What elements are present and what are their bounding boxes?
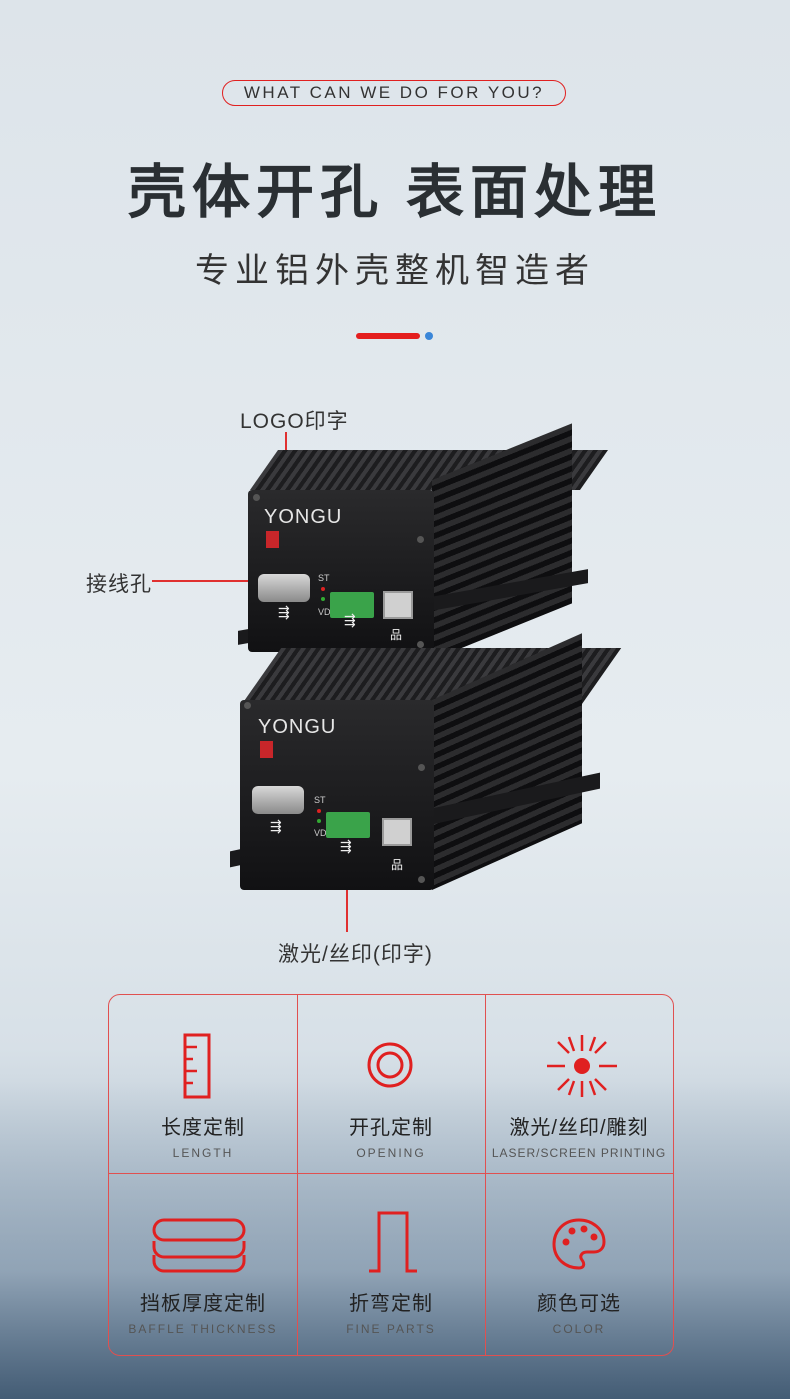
feature-sublabel: COLOR bbox=[552, 1322, 606, 1336]
callout-logo: LOGO印字 bbox=[240, 410, 349, 433]
led-red bbox=[317, 809, 321, 813]
background-wave bbox=[0, 1080, 790, 1399]
callout-print: 激光/丝印(印字) bbox=[278, 943, 433, 966]
db9-port bbox=[252, 786, 304, 814]
feature-label: 颜色可选 bbox=[537, 1293, 621, 1315]
feature-printing: 激光/丝印/雕刻 LASER/SCREEN PRINTING bbox=[485, 1111, 673, 1160]
feature-bend: 折弯定制 FINE PARTS bbox=[297, 1287, 485, 1336]
feature-label: 折弯定制 bbox=[349, 1293, 433, 1315]
screw bbox=[418, 876, 425, 883]
usb-icon: ⇶ bbox=[270, 818, 282, 834]
feature-sublabel: OPENING bbox=[356, 1146, 426, 1160]
bend-icon bbox=[369, 1211, 417, 1273]
led-red bbox=[321, 587, 325, 591]
screw bbox=[418, 764, 425, 771]
feature-label: 激光/丝印/雕刻 bbox=[509, 1117, 649, 1139]
db9-port bbox=[258, 574, 310, 602]
device-top-logo: YONGU bbox=[264, 506, 342, 552]
feature-sublabel: LENGTH bbox=[172, 1146, 234, 1160]
feature-label: 开孔定制 bbox=[349, 1117, 433, 1139]
screw bbox=[417, 641, 424, 648]
feature-grid: 长度定制 LENGTH 开孔定制 OPENING 激光/丝印/雕刻 LASER/… bbox=[108, 994, 674, 1356]
usb-icon: ⇶ bbox=[340, 838, 352, 854]
accent-dot bbox=[425, 332, 433, 340]
screw bbox=[417, 536, 424, 543]
rj45-port bbox=[382, 818, 412, 846]
palette-icon bbox=[552, 1218, 606, 1270]
rj45-port bbox=[383, 591, 413, 619]
feature-label: 挡板厚度定制 bbox=[140, 1293, 266, 1315]
ring-icon bbox=[367, 1042, 413, 1088]
leader-hole bbox=[152, 580, 260, 582]
st-label: ST bbox=[314, 795, 326, 805]
network-icon: 品 bbox=[391, 858, 404, 872]
page-title: 壳体开孔 表面处理 bbox=[127, 160, 663, 225]
page-subtitle: 专业铝外壳整机智造者 bbox=[195, 252, 595, 290]
grid-divider bbox=[485, 995, 486, 1355]
usb-icon: ⇶ bbox=[344, 612, 356, 628]
feature-sublabel: LASER/SCREEN PRINTING bbox=[491, 1146, 667, 1160]
usb-icon: ⇶ bbox=[278, 604, 290, 620]
tagline: WHAT CAN WE DO FOR YOU? bbox=[222, 80, 566, 106]
terminal-block bbox=[326, 812, 370, 838]
feature-sublabel: FINE PARTS bbox=[346, 1322, 436, 1336]
vd-label: VD bbox=[314, 828, 327, 838]
network-icon: 品 bbox=[390, 628, 403, 642]
screw bbox=[244, 702, 251, 709]
terminal-block bbox=[330, 592, 374, 618]
feature-length: 长度定制 LENGTH bbox=[109, 1111, 297, 1160]
burst-icon bbox=[547, 1035, 617, 1097]
feature-baffle: 挡板厚度定制 BAFFLE THICKNESS bbox=[109, 1287, 297, 1336]
grid-divider bbox=[109, 1173, 673, 1174]
screw bbox=[253, 494, 260, 501]
st-label: ST bbox=[318, 573, 330, 583]
led-green bbox=[321, 597, 325, 601]
grid-divider bbox=[297, 995, 298, 1355]
leader-print bbox=[346, 862, 348, 932]
vd-label: VD bbox=[318, 607, 331, 617]
led-green bbox=[317, 819, 321, 823]
feature-opening: 开孔定制 OPENING bbox=[297, 1111, 485, 1160]
callout-hole: 接线孔 bbox=[86, 573, 152, 596]
device-top-front bbox=[248, 490, 434, 652]
stack-icon bbox=[152, 1218, 246, 1273]
feature-sublabel: BAFFLE THICKNESS bbox=[128, 1322, 278, 1336]
accent-bar bbox=[356, 333, 420, 339]
device-bottom-logo: YONGU bbox=[258, 716, 336, 762]
feature-color: 颜色可选 COLOR bbox=[485, 1287, 673, 1336]
feature-label: 长度定制 bbox=[161, 1117, 245, 1139]
ruler-icon bbox=[183, 1033, 211, 1099]
